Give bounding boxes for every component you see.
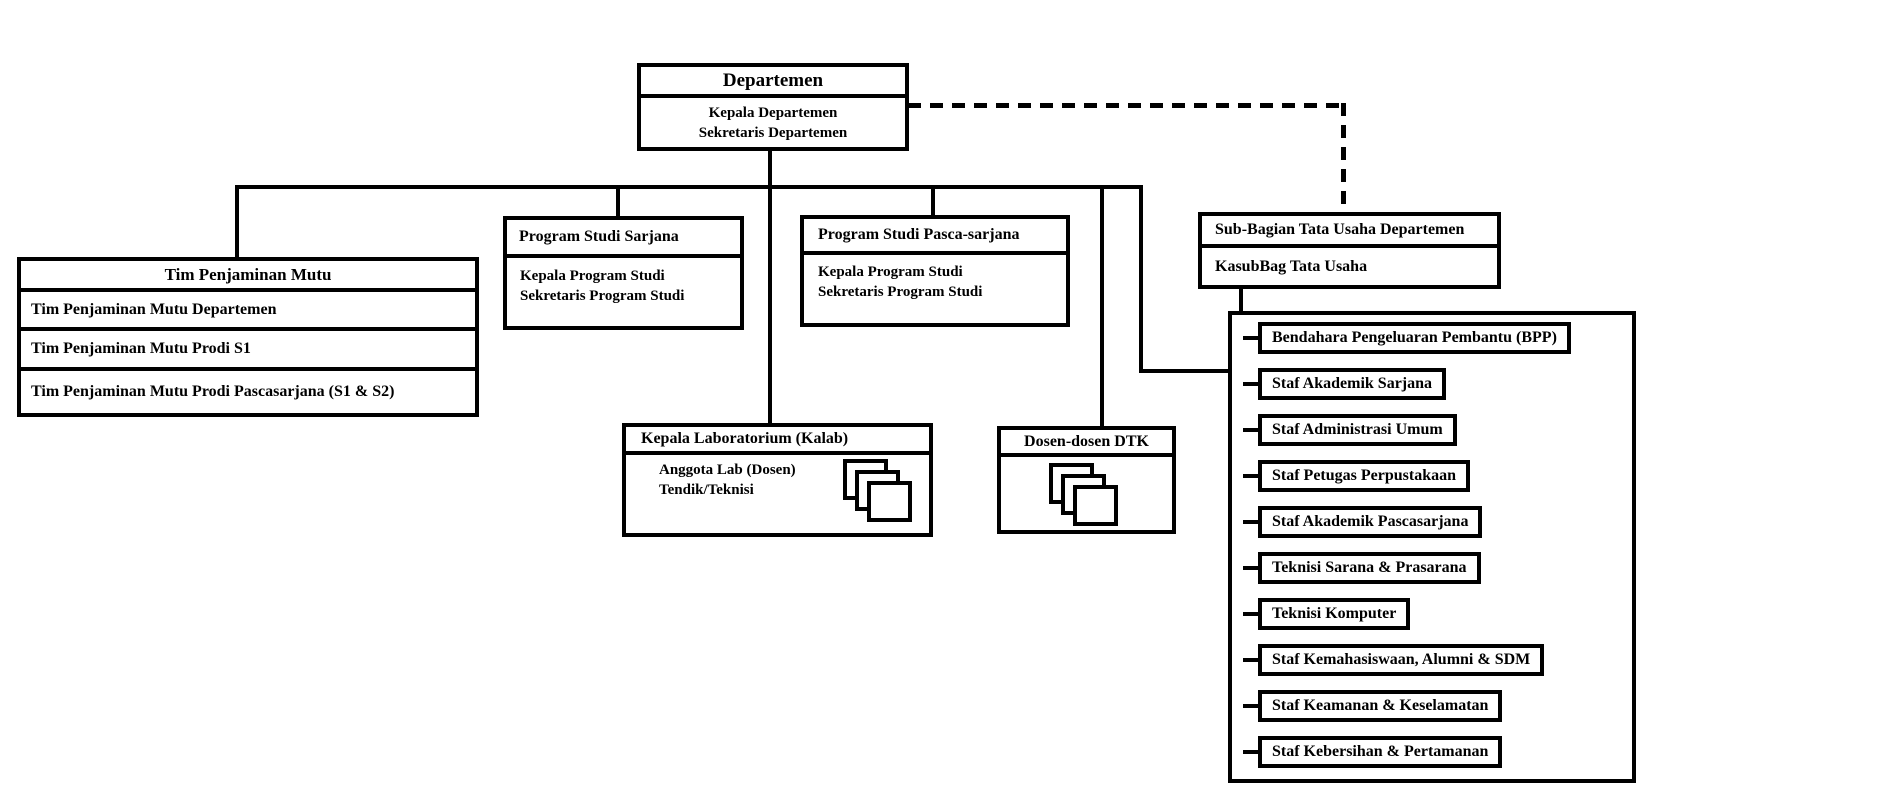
staff-item-tick	[1243, 566, 1258, 570]
role-kepala-departemen: Kepala Departemen	[708, 105, 838, 121]
role-kepala-program-studi: Kepala Program Studi	[520, 268, 665, 284]
node-dosen-dosen-dtk-title: Dosen-dosen DTK	[1001, 430, 1172, 457]
role-tendik-teknisi: Tendik/Teknisi	[659, 482, 754, 498]
staff-item: Staf Akademik Pascasarjana	[1243, 506, 1571, 538]
staff-item-box: Staf Kebersihan & Pertamanan	[1258, 736, 1503, 768]
staff-item-box: Staf Keamanan & Keselamatan	[1258, 690, 1503, 722]
stack-sheet-front	[1072, 485, 1118, 526]
connector-to-staff-box-horizontal	[1139, 369, 1232, 373]
staff-item-box: Staf Kemahasiswaan, Alumni & SDM	[1258, 644, 1545, 676]
staff-item-tick	[1243, 520, 1258, 524]
node-program-studi-pascasarjana-title: Program Studi Pasca-sarjana	[804, 219, 1066, 255]
role-sekretaris-program-studi: Sekretaris Program Studi	[818, 284, 983, 300]
node-program-studi-pascasarjana-body: Kepala Program Studi Sekretaris Program …	[804, 255, 1066, 302]
tim-row-prodi-s1: Tim Penjaminan Mutu Prodi S1	[21, 327, 475, 367]
staff-item-box: Staf Akademik Pascasarjana	[1258, 506, 1483, 538]
connector-drop-program-sarjana	[616, 185, 620, 216]
role-sekretaris-program-studi: Sekretaris Program Studi	[520, 288, 685, 304]
staff-item-tick	[1243, 336, 1258, 340]
staff-item-box: Teknisi Komputer	[1258, 598, 1411, 630]
node-program-studi-pascasarjana: Program Studi Pasca-sarjana Kepala Progr…	[800, 215, 1070, 327]
stack-sheet-front	[867, 481, 912, 522]
staff-item: Staf Administrasi Umum	[1243, 414, 1571, 446]
node-sub-bagian-tata-usaha: Sub-Bagian Tata Usaha Departemen KasubBa…	[1198, 212, 1501, 289]
stacked-documents-icon	[1048, 463, 1119, 527]
node-dosen-dosen-dtk: Dosen-dosen DTK	[997, 426, 1176, 534]
staff-item: Staf Kebersihan & Pertamanan	[1243, 736, 1571, 768]
staff-item: Teknisi Komputer	[1243, 598, 1571, 630]
tim-row-prodi-pascasarjana: Tim Penjaminan Mutu Prodi Pascasarjana (…	[21, 367, 475, 413]
connector-dashed-vertical	[1341, 103, 1346, 212]
staff-item-box: Staf Administrasi Umum	[1258, 414, 1457, 446]
connector-departemen-to-kalab-vertical	[768, 150, 772, 423]
connector-drop-dosen	[1100, 185, 1104, 426]
staff-item: Staf Keamanan & Keselamatan	[1243, 690, 1571, 722]
role-sekretaris-departemen: Sekretaris Departemen	[698, 125, 848, 141]
staff-item-tick	[1243, 428, 1258, 432]
staff-item-box: Teknisi Sarana & Prasarana	[1258, 552, 1481, 584]
node-kepala-laboratorium-title: Kepala Laboratorium (Kalab)	[626, 427, 929, 455]
staff-item-tick	[1243, 750, 1258, 754]
node-tim-penjaminan-mutu: Tim Penjaminan Mutu Tim Penjaminan Mutu …	[17, 257, 479, 417]
connector-drop-tim	[235, 185, 239, 257]
node-tim-title: Tim Penjaminan Mutu	[21, 261, 475, 292]
staff-item-tick	[1243, 382, 1258, 386]
staff-list: Bendahara Pengeluaran Pembantu (BPP) Sta…	[1243, 322, 1571, 768]
stacked-documents-icon	[843, 459, 913, 523]
node-kepala-laboratorium-body: Anggota Lab (Dosen) Tendik/Teknisi	[626, 455, 929, 533]
role-kepala-program-studi: Kepala Program Studi	[818, 264, 963, 280]
node-kepala-laboratorium: Kepala Laboratorium (Kalab) Anggota Lab …	[622, 423, 933, 537]
kalab-body-lines: Anggota Lab (Dosen) Tendik/Teknisi	[626, 455, 929, 500]
node-departemen-title: Departemen	[641, 67, 905, 98]
tim-row-departemen: Tim Penjaminan Mutu Departemen	[31, 300, 277, 318]
node-dosen-dosen-dtk-body	[1001, 457, 1172, 530]
connector-trunk-horizontal	[235, 185, 1143, 189]
node-program-studi-sarjana: Program Studi Sarjana Kepala Program Stu…	[503, 216, 744, 330]
staff-item-box: Staf Akademik Sarjana	[1258, 368, 1447, 400]
staff-item: Staf Petugas Perpustakaan	[1243, 460, 1571, 492]
node-program-studi-sarjana-body: Kepala Program Studi Sekretaris Program …	[507, 258, 740, 306]
connector-drop-program-pascasarjana	[931, 185, 935, 215]
node-departemen-body: Kepala Departemen Sekretaris Departemen	[641, 98, 905, 143]
staff-item-box: Staf Petugas Perpustakaan	[1258, 460, 1471, 492]
staff-item: Bendahara Pengeluaran Pembantu (BPP)	[1243, 322, 1571, 354]
connector-dashed-horizontal	[908, 103, 1346, 108]
node-departemen: Departemen Kepala Departemen Sekretaris …	[637, 63, 909, 151]
node-program-studi-sarjana-title: Program Studi Sarjana	[507, 220, 740, 258]
connector-trunk-end-vertical	[1139, 185, 1143, 373]
staff-item-tick	[1243, 612, 1258, 616]
staff-item-tick	[1243, 474, 1258, 478]
role-anggota-lab: Anggota Lab (Dosen)	[659, 462, 796, 478]
role-kasubbag-tata-usaha: KasubBag Tata Usaha	[1215, 257, 1368, 275]
staff-item: Staf Kemahasiswaan, Alumni & SDM	[1243, 644, 1571, 676]
staff-item: Teknisi Sarana & Prasarana	[1243, 552, 1571, 584]
staff-item-tick	[1243, 658, 1258, 662]
staff-item-box: Bendahara Pengeluaran Pembantu (BPP)	[1258, 322, 1571, 354]
staff-item-tick	[1243, 704, 1258, 708]
staff-item: Staf Akademik Sarjana	[1243, 368, 1571, 400]
node-sub-bagian-title: Sub-Bagian Tata Usaha Departemen	[1202, 216, 1497, 248]
